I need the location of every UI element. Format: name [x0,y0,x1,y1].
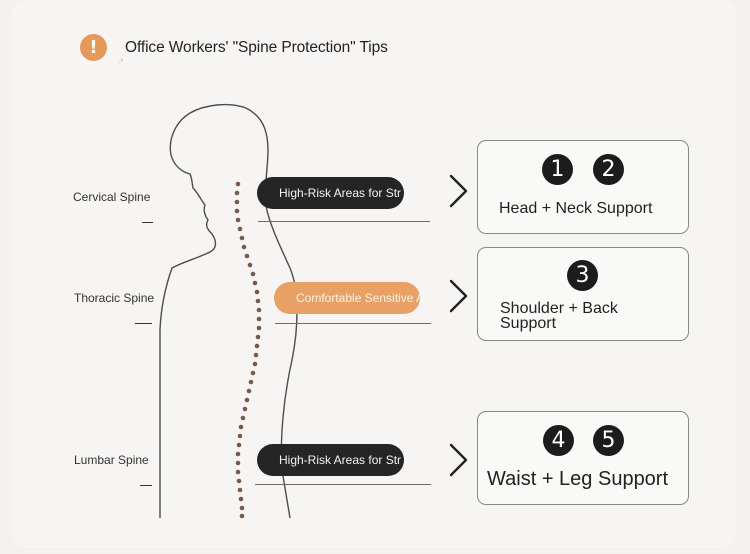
pill-underline [255,484,431,485]
shoulder-back-support-label: Shoulder + Back Support [500,300,618,332]
pill-text: High-Risk Areas for Str [279,186,402,200]
label-dash [135,323,152,324]
thoracic-spine-label: Thoracic Spine [74,291,155,305]
head-neck-support-label: Head + Neck Support [499,200,653,217]
pill-text: Comfortable Sensitive Area [296,291,420,305]
step-number-badge: 1 [542,154,573,185]
risk-area-pill-cervical: High-Risk Areas for Str [257,177,404,209]
cervical-spine-label: Cervical Spine [73,190,151,204]
exclamation-circle-icon: ! [80,34,107,61]
label-line: Shoulder + Back [500,300,618,317]
step-number-badge: 4 [543,425,574,456]
decorative-mark: ⸕ [118,56,124,65]
page-title: Office Workers' "Spine Protection" Tips [125,38,388,56]
header: ! Office Workers' "Spine Protection" Tip… [80,34,388,61]
waist-leg-support-label: Waist + Leg Support [487,468,669,490]
step-number-badge: 3 [567,260,598,291]
chevron-right-icon [449,443,468,477]
chevron-right-icon [449,174,468,208]
waist-leg-support-box [477,411,689,505]
spine-dots [234,181,262,519]
head-outline [159,103,298,519]
step-number-badge: 5 [593,425,624,456]
label-dash [142,222,153,223]
pill-underline [258,221,430,222]
head-neck-support-box [477,140,689,234]
pill-underline [275,323,431,324]
risk-area-pill-lumbar: High-Risk Areas for Str [257,444,404,476]
pill-text: High-Risk Areas for Str [279,453,402,467]
chevron-right-icon [449,279,468,313]
comfort-area-pill-thoracic: Comfortable Sensitive Area [274,282,420,314]
lumbar-spine-label: Lumbar Spine [74,453,149,467]
label-line: Support [500,315,557,332]
label-dash [140,485,152,486]
step-number-badge: 2 [593,154,624,185]
